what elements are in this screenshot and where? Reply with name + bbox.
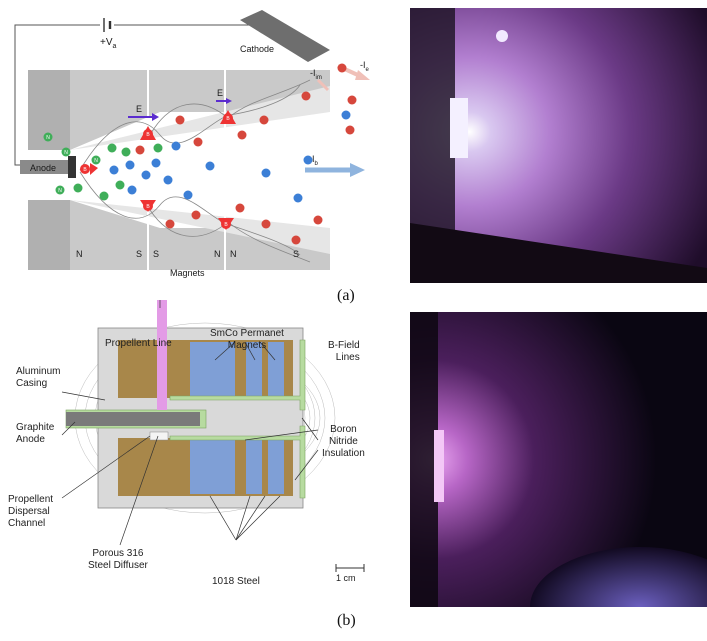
e-field-label-1: E	[136, 104, 142, 114]
label-aluminum-line2: Casing	[16, 378, 48, 389]
label-dispersal-channel: Propellent Dispersal Channel	[8, 494, 53, 530]
label-graphite-anode: Graphite Anode	[16, 422, 54, 446]
insulation-upper	[169, 339, 306, 411]
propellent-line	[157, 300, 167, 410]
magnet-lower-3	[268, 440, 284, 494]
marker-label: B	[83, 167, 87, 173]
magnet-lower-2	[246, 440, 262, 494]
electron-trajectories	[79, 79, 311, 263]
neutral-label: N	[46, 135, 50, 141]
leader-lines	[61, 300, 319, 546]
neutral-label: N	[94, 158, 98, 164]
label-bfield-line2: Lines	[335, 352, 360, 363]
ion-particles	[109, 110, 351, 203]
marker-label: B	[146, 132, 150, 138]
pole-label: N	[230, 249, 237, 259]
label-smco-line1: SmCo Permanet	[210, 328, 284, 339]
plasma-photo-b	[410, 312, 707, 607]
marker-label: B	[226, 116, 230, 122]
plasma-photo-b-image	[410, 312, 707, 607]
cathode-label: Cathode	[240, 44, 274, 54]
voltage-label: +Va	[100, 37, 117, 50]
magnets-label: Magnets	[170, 268, 205, 278]
label-smco-line2: Magnets	[227, 340, 267, 351]
panel-a-diagram: +Va Cathode Anode E E Ib -Iim -Ie	[14, 10, 370, 278]
label-boron-line3: Insulation	[322, 448, 365, 459]
neutral-label: N	[58, 188, 62, 194]
cathode-body	[240, 10, 330, 62]
electron-current-label-2: -Ie	[360, 60, 370, 73]
magnet-upper-1	[190, 342, 235, 396]
pole-label: N	[214, 249, 221, 259]
label-diffuser-line1: Porous 316	[92, 548, 144, 559]
pole-label: S	[293, 249, 299, 259]
label-dispersal-line3: Channel	[8, 518, 46, 529]
caption-b: (b)	[337, 612, 356, 629]
e-field-label-2: E	[217, 88, 223, 98]
panel-b-diagram	[61, 300, 365, 572]
anode-label: Anode	[30, 163, 56, 173]
label-scale: 1 cm	[336, 573, 356, 583]
pole-labels: N S S N N S	[76, 249, 299, 259]
label-aluminum-line1: Aluminum	[16, 366, 61, 377]
ion-current-label: Ib	[312, 154, 319, 167]
thruster-upper-wall	[28, 70, 330, 150]
label-graphite-line2: Anode	[16, 434, 45, 445]
magnet-lower-1	[190, 440, 235, 494]
thruster-lower-wall	[28, 200, 330, 270]
plasma-photo-a	[410, 8, 707, 283]
graphite-anode	[66, 412, 200, 426]
label-porous-diffuser: Porous 316 Steel Diffuser	[88, 548, 148, 572]
neutral-particles	[43, 132, 163, 201]
marker-label: B	[146, 204, 150, 210]
battery-icon	[103, 18, 112, 32]
pole-label: S	[153, 249, 159, 259]
pole-label: S	[136, 249, 142, 259]
label-dispersal-line1: Propellent	[8, 494, 54, 505]
label-aluminum-casing: Aluminum Casing	[16, 366, 60, 390]
label-diffuser-line2: Steel Diffuser	[88, 560, 148, 571]
ionization-markers	[80, 110, 236, 230]
electron-current-label-1: -Iim	[310, 68, 322, 81]
plasma-photo-a-image	[410, 8, 707, 283]
label-boron-line1: Boron	[330, 424, 357, 435]
neutral-label: N	[64, 150, 68, 156]
label-bfield-line1: B-Field	[328, 340, 360, 351]
label-smco-magnets: SmCo Permanet Magnets	[210, 328, 284, 352]
label-boron-nitride: Boron Nitride Insulation	[322, 424, 365, 460]
anode	[20, 160, 70, 174]
magnet-upper-3	[268, 342, 284, 396]
electron-particles	[135, 63, 357, 245]
pole-label: N	[76, 249, 83, 259]
label-dispersal-line2: Dispersal	[8, 506, 50, 517]
label-1018-steel: 1018 Steel	[212, 576, 260, 587]
label-bfield: B-Field Lines	[328, 340, 360, 364]
label-graphite-line1: Graphite	[16, 422, 55, 433]
magnet-upper-2	[246, 342, 262, 396]
marker-label: B	[224, 222, 228, 228]
caption-a: (a)	[337, 287, 355, 304]
label-boron-line2: Nitride	[328, 436, 358, 447]
label-propellent-line: Propellent Line	[105, 338, 172, 349]
